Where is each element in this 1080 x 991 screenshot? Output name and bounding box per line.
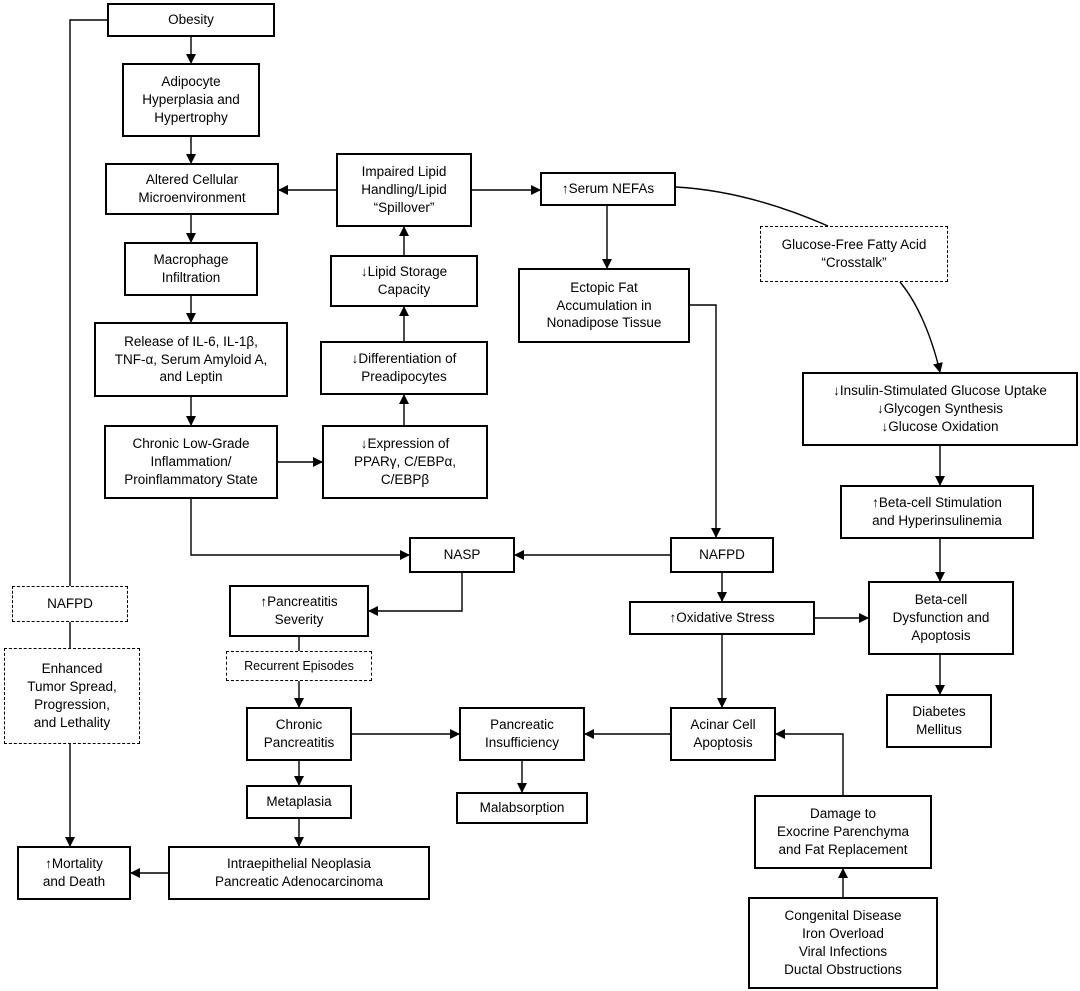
serum-nefas-box: ↑Serum NEFAs (540, 172, 676, 206)
nafpd-box: NAFPD (670, 537, 774, 573)
insulin-uptake-box: ↓Insulin-Stimulated Glucose Uptake ↓Glyc… (802, 372, 1078, 446)
obesity-box: Obesity (107, 3, 275, 37)
preadipocyte-differentiation-label: ↓Differentiation of Preadipocytes (351, 351, 457, 384)
macrophage-infiltration-box: Macrophage Infiltration (124, 242, 258, 296)
oxidative-stress-box: ↑Oxidative Stress (629, 601, 815, 635)
metaplasia-box: Metaplasia (246, 785, 352, 819)
arrow-inflammation-to-nasp (190, 499, 410, 560)
ppar-expression-box: ↓Expression of PPARγ, C/EBPα, C/EBPβ (322, 425, 488, 499)
altered-microenvironment-label: Altered Cellular Microenvironment (138, 172, 246, 205)
exocrine-damage-box: Damage to Exocrine Parenchyma and Fat Re… (754, 795, 932, 869)
impaired-lipid-handling-label: Impaired Lipid Handling/Lipid “Spillover… (361, 164, 447, 215)
crosstalk-box: Glucose-Free Fatty Acid “Crosstalk” (760, 226, 948, 282)
chronic-inflammation-label: Chronic Low-Grade Inflammation/ Proinfla… (124, 436, 258, 487)
lipid-storage-label: ↓Lipid Storage Capacity (360, 264, 448, 297)
congenital-causes-box: Congenital Disease Iron Overload Viral I… (748, 897, 938, 989)
recurrent-episodes-box: Recurrent Episodes (226, 651, 372, 681)
tumor-spread-label: Enhanced Tumor Spread, Progression, and … (27, 661, 117, 730)
tumor-spread-box: Enhanced Tumor Spread, Progression, and … (4, 648, 140, 744)
ectopic-fat-label: Ectopic Fat Accumulation in Nonadipose T… (546, 279, 662, 331)
diabetes-label: Diabetes Mellitus (912, 704, 966, 737)
chronic-pancreatitis-label: Chronic Pancreatitis (263, 717, 335, 750)
adipocyte-hyperplasia-box: Adipocyte Hyperplasia and Hypertrophy (122, 63, 260, 137)
nafpd-side-box: NAFPD (12, 586, 128, 622)
neoplasia-box: Intraepithelial Neoplasia Pancreatic Ade… (168, 846, 430, 900)
pancreatic-insufficiency-label: Pancreatic Insufficiency (484, 717, 560, 750)
arrow-damage-to-acinar (775, 729, 844, 795)
nasp-box: NASP (409, 537, 515, 573)
acinar-apoptosis-box: Acinar Cell Apoptosis (670, 707, 776, 761)
line-obesity-to-nafpd-side (69, 19, 107, 586)
congenital-causes-label: Congenital Disease Iron Overload Viral I… (784, 908, 902, 977)
ectopic-fat-box: Ectopic Fat Accumulation in Nonadipose T… (518, 268, 690, 343)
macrophage-infiltration-label: Macrophage Infiltration (153, 252, 229, 285)
malabsorption-label: Malabsorption (479, 800, 565, 816)
beta-cell-stimulation-box: ↑Beta-cell Stimulation and Hyperinsuline… (840, 485, 1034, 539)
pancreatitis-severity-label: ↑Pancreatitis Severity (260, 594, 338, 627)
pancreatitis-severity-box: ↑Pancreatitis Severity (229, 585, 369, 637)
line-nefas-to-crosstalk (675, 186, 829, 227)
crosstalk-label: Glucose-Free Fatty Acid “Crosstalk” (781, 237, 927, 270)
serum-nefas-label: ↑Serum NEFAs (561, 181, 655, 197)
beta-cell-dysfunction-box: Beta-cell Dysfunction and Apoptosis (868, 581, 1014, 655)
nafpd-side-label: NAFPD (47, 596, 93, 612)
pancreatic-insufficiency-box: Pancreatic Insufficiency (459, 707, 585, 761)
acinar-apoptosis-label: Acinar Cell Apoptosis (690, 717, 756, 750)
preadipocyte-differentiation-box: ↓Differentiation of Preadipocytes (320, 341, 488, 395)
beta-cell-dysfunction-label: Beta-cell Dysfunction and Apoptosis (892, 592, 990, 643)
cytokine-release-label: Release of IL-6, IL-1β, TNF-α, Serum Amy… (114, 333, 268, 385)
exocrine-damage-label: Damage to Exocrine Parenchyma and Fat Re… (776, 806, 910, 857)
ppar-expression-label: ↓Expression of PPARγ, C/EBPα, C/EBPβ (353, 436, 457, 487)
insulin-uptake-label: ↓Insulin-Stimulated Glucose Uptake ↓Glyc… (833, 383, 1047, 434)
mortality-box: ↑Mortality and Death (17, 846, 131, 900)
impaired-lipid-handling-box: Impaired Lipid Handling/Lipid “Spillover… (336, 153, 472, 227)
arrow-nasp-to-severity (368, 573, 463, 616)
diabetes-box: Diabetes Mellitus (886, 694, 992, 748)
mortality-label: ↑Mortality and Death (42, 856, 106, 889)
altered-microenvironment-box: Altered Cellular Microenvironment (105, 163, 279, 215)
arrow-crosstalk-to-insulin (899, 281, 943, 373)
chronic-inflammation-box: Chronic Low-Grade Inflammation/ Proinfla… (104, 425, 278, 499)
neoplasia-label: Intraepithelial Neoplasia Pancreatic Ade… (214, 856, 384, 889)
lipid-storage-box: ↓Lipid Storage Capacity (330, 255, 478, 307)
arrow-ectopic-to-nafpd (690, 304, 721, 538)
nafpd-label: NAFPD (699, 547, 745, 563)
recurrent-episodes-label: Recurrent Episodes (244, 658, 354, 673)
malabsorption-box: Malabsorption (456, 792, 588, 824)
chronic-pancreatitis-box: Chronic Pancreatitis (246, 707, 352, 761)
metaplasia-label: Metaplasia (266, 794, 332, 810)
oxidative-stress-label: ↑Oxidative Stress (669, 610, 775, 626)
adipocyte-hyperplasia-label: Adipocyte Hyperplasia and Hypertrophy (142, 74, 240, 125)
cytokine-release-box: Release of IL-6, IL-1β, TNF-α, Serum Amy… (94, 322, 288, 397)
beta-cell-stimulation-label: ↑Beta-cell Stimulation and Hyperinsuline… (872, 495, 1002, 528)
nasp-label: NASP (443, 547, 481, 563)
obesity-label: Obesity (168, 12, 214, 28)
